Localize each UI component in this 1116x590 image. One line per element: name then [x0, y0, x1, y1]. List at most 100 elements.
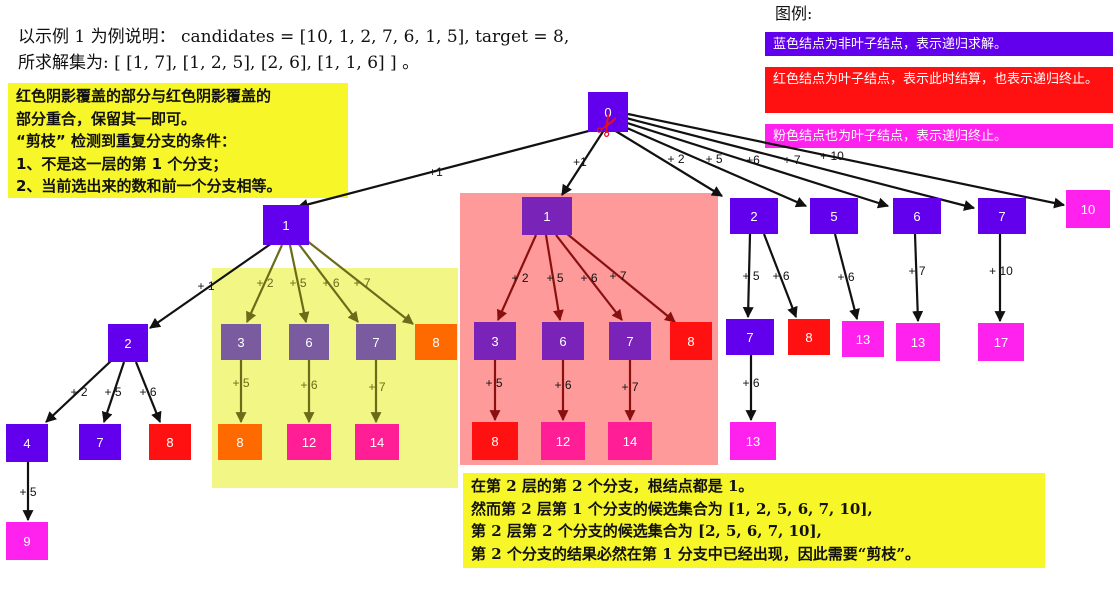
edge-label: + 6: [300, 378, 318, 392]
edge-label: + 7: [783, 153, 801, 167]
node-c3: 3: [221, 324, 261, 360]
node-e8: 8: [788, 319, 830, 355]
tree-edge: [912, 233, 924, 323]
node-j8: 8: [218, 424, 262, 460]
node-d7: 7: [609, 322, 651, 360]
note-branch-explanation: 在第 2 层的第 2 个分支，根结点都是 1。 然而第 2 层第 1 个分支的候…: [463, 473, 1045, 568]
node-k8: 8: [472, 422, 518, 460]
tree-edge: [149, 242, 273, 329]
tree-edge: [742, 233, 754, 319]
tree-edge: [134, 361, 162, 424]
node-c8: 8: [415, 324, 457, 360]
node-k12: 12: [541, 422, 585, 460]
note-pruning-condition: 红色阴影覆盖的部分与红色阴影覆盖的 部分重合，保留其一即可。 “剪枝” 检测到重…: [8, 83, 348, 198]
note-bottom-line: 第 2 层第 2 个分支的候选集合为 [2, 5, 6, 7, 10],: [471, 522, 822, 540]
tree-edge: [296, 126, 601, 210]
node-a1: 1: [263, 205, 309, 245]
edge-label: + 7: [353, 276, 371, 290]
tree-edge: [245, 244, 284, 324]
tree-edge: [555, 234, 623, 321]
tree-edge: [544, 234, 564, 322]
legend-blue: 蓝色结点为非叶子结点，表示递归求解。: [765, 32, 1113, 56]
note-bottom-line: 在第 2 层的第 2 个分支，根结点都是 1。: [471, 477, 754, 495]
node-c7: 7: [356, 324, 396, 360]
node-j12: 12: [287, 424, 331, 460]
node-b10: 10: [1066, 190, 1110, 228]
note-left-line: 部分重合，保留其一即可。: [16, 109, 197, 128]
legend-red: 红色结点为叶子结点，表示此时结算，也表示递归终止。: [765, 67, 1113, 113]
edge-label: + 5: [289, 276, 307, 290]
node-j14: 14: [355, 424, 399, 460]
note-left-line: “剪枝” 检测到重复分支的条件：: [16, 132, 236, 150]
edge-label: + 7: [609, 269, 627, 283]
note-left-line: 2、当前选出来的数和前一个分支相等。: [16, 177, 282, 195]
node-d3: 3: [474, 322, 516, 360]
tree-edge: [613, 129, 723, 197]
tree-edge: [625, 116, 976, 211]
node-d8: 8: [670, 322, 712, 360]
node-e7: 7: [726, 319, 774, 355]
edge-label: + 7: [621, 380, 639, 394]
tree-edge: [288, 244, 310, 324]
tree-edge: [623, 120, 890, 209]
tree-edge: [101, 361, 126, 424]
edge-label: + 1: [197, 279, 215, 293]
node-l13: 13: [730, 422, 776, 460]
tree-edge: [297, 242, 359, 323]
node-b6: 6: [893, 198, 941, 234]
tree-edge: [561, 129, 605, 196]
note-left-line: 1、不是这一层的第 1 个分支；: [16, 154, 228, 173]
tree-edge: [619, 123, 808, 208]
note-left-line: 红色阴影覆盖的部分与红色阴影覆盖的: [16, 87, 272, 105]
edge-label: + 6: [742, 376, 760, 390]
edge-label: + 7: [908, 264, 926, 278]
edge-label: + 2: [256, 276, 274, 290]
node-h17: 17: [978, 323, 1024, 361]
legend-pink: 粉色结点也为叶子结点，表示递归终止。: [765, 124, 1113, 148]
node-root: 0: [588, 92, 628, 132]
edge-label: + 6: [580, 271, 598, 285]
node-d6: 6: [542, 322, 584, 360]
edge-label: + 2: [511, 271, 529, 285]
edge-label: + 5: [19, 485, 37, 499]
edge-label: + 6: [554, 378, 572, 392]
tree-edge: [496, 234, 538, 322]
edge-label: + 6: [837, 270, 855, 284]
node-f13: 13: [842, 321, 884, 357]
edge-label: + 5: [546, 271, 564, 285]
legend-title: 图例:: [775, 4, 813, 23]
edge-label: + 7: [368, 380, 386, 394]
edge-label: + 5: [485, 376, 503, 390]
node-g13: 13: [896, 323, 940, 361]
intro-line-1: 以示例 1 为例说明： candidates = [10, 1, 2, 7, 6…: [18, 27, 570, 47]
tree-edge: [305, 239, 414, 325]
edge-label: + 10: [820, 149, 844, 163]
node-a2: 1: [522, 197, 572, 235]
edge-label: + 2: [667, 152, 685, 166]
node-c2: 2: [108, 324, 148, 362]
node-i8: 8: [149, 424, 191, 460]
node-b5: 5: [810, 198, 858, 234]
edge-label: +1: [573, 155, 587, 169]
node-i7: 7: [79, 424, 121, 460]
node-m9: 9: [6, 522, 48, 560]
tree-edge: [565, 232, 676, 323]
node-c6: 6: [289, 324, 329, 360]
node-b7: 7: [978, 198, 1026, 234]
edge-label: + 5: [232, 376, 250, 390]
tree-edge: [627, 112, 1066, 209]
edge-label: + 5: [104, 385, 122, 399]
tree-edge: [45, 359, 113, 423]
node-i4: 4: [6, 424, 48, 462]
edge-label: + 5: [742, 269, 760, 283]
tree-edge: [762, 233, 798, 319]
note-bottom-line: 第 2 个分支的结果必然在第 1 分支中已经出现，因此需要“剪枝”。: [471, 544, 921, 563]
node-k14: 14: [608, 422, 652, 460]
edge-label: + 2: [70, 385, 88, 399]
intro-line-2: 所求解集为: [ [1, 7], [1, 2, 5], [2, 6], [1, …: [18, 53, 420, 73]
edge-label: +6: [746, 153, 760, 167]
tree-edge: [833, 233, 860, 321]
edge-label: + 5: [705, 152, 723, 166]
edge-label: + 6: [322, 276, 340, 290]
